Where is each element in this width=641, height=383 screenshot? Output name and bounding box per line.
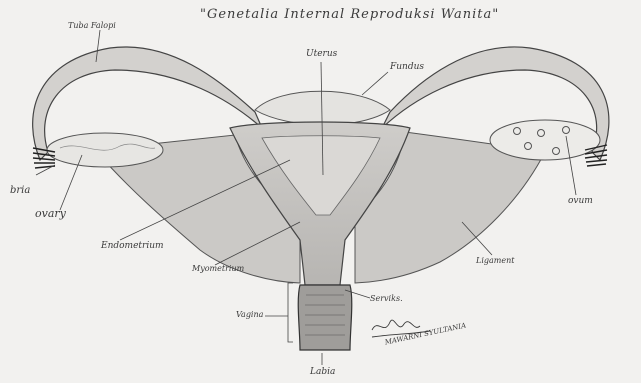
- label-ovum: ovum: [568, 197, 593, 206]
- label-myometrium: Myometrium: [192, 265, 244, 273]
- label-vagina: Vagina: [236, 311, 263, 319]
- label-ligament: Ligament: [476, 257, 514, 265]
- label-ovary: ovary: [35, 208, 66, 219]
- label-tuba-falopi: Tuba Falopi: [68, 22, 116, 30]
- label-labia: Labia: [310, 368, 335, 377]
- fundus-dome: [255, 91, 390, 125]
- label-fundus: Fundus: [390, 63, 424, 72]
- label-fimbria: bria: [10, 186, 30, 196]
- diagram-title: "Genetalia Internal Reproduksi Wanita": [200, 7, 499, 22]
- label-endometrium: Endometrium: [101, 242, 164, 251]
- label-serviks: Serviks.: [370, 295, 403, 303]
- label-uterus: Uterus: [306, 50, 337, 59]
- right-ovary: [490, 120, 600, 160]
